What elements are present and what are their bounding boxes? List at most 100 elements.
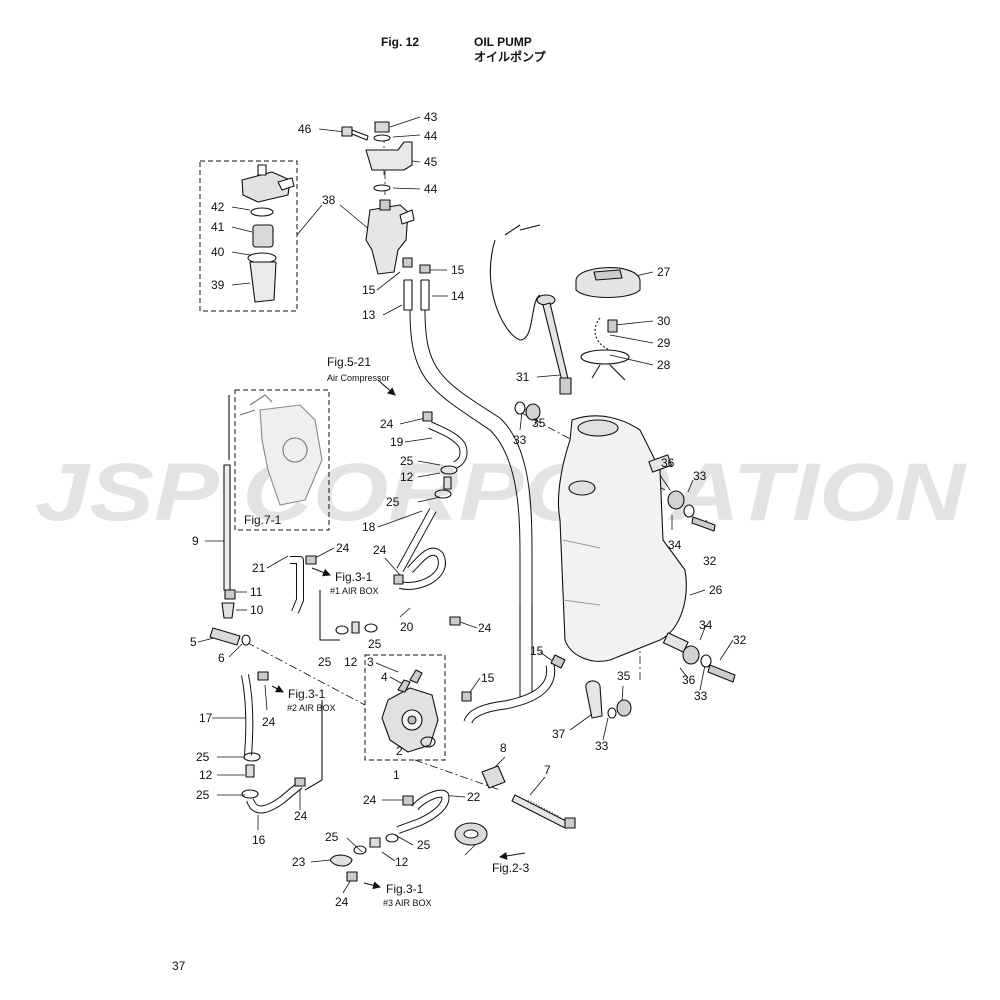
part-label-35-a: 35 <box>532 416 546 430</box>
part-label-25-a: 25 <box>400 454 414 468</box>
part-label-12-a: 12 <box>400 470 414 484</box>
collar-36-a <box>648 454 672 473</box>
clip-24-c <box>393 574 404 585</box>
joint-23 <box>329 854 353 867</box>
part-label-36-a: 36 <box>661 456 675 470</box>
valve-12-d <box>369 837 381 848</box>
washer-6 <box>241 634 251 646</box>
washer-33-b <box>683 504 695 518</box>
nut-43 <box>374 121 390 133</box>
screw-30 <box>607 319 618 333</box>
part-label-12-d: 12 <box>395 855 409 869</box>
clip-25-f <box>241 789 259 799</box>
part-label-32-a: 32 <box>703 554 717 568</box>
part-label-15-d: 15 <box>530 644 544 658</box>
part-label-24-c: 24 <box>373 543 387 557</box>
carburetor-sketch <box>259 404 323 506</box>
shaft-5 <box>209 627 241 646</box>
part-label-11: 11 <box>250 585 263 599</box>
figure-title-japanese: オイルポンプ <box>474 50 546 64</box>
pump-nipple-3 <box>397 679 411 693</box>
part-label-18: 18 <box>362 520 376 534</box>
collar-36-b <box>662 632 689 653</box>
nut-11 <box>224 589 236 600</box>
part-label-29: 29 <box>657 336 671 350</box>
ring-28 <box>580 349 630 365</box>
valve-12-a <box>443 476 452 490</box>
part-label-40: 40 <box>211 245 225 259</box>
ref-air-box-3: #3 AIR BOX <box>383 898 432 908</box>
part-label-28: 28 <box>657 358 671 372</box>
ref-air-compressor: Air Compressor <box>327 373 390 383</box>
filter-group-box <box>199 160 298 312</box>
clip-24-e <box>257 671 269 681</box>
part-label-25-c: 25 <box>318 655 332 669</box>
part-label-1: 1 <box>393 768 400 782</box>
part-label-13: 13 <box>362 308 376 322</box>
part-label-39: 39 <box>211 278 225 292</box>
part-label-30: 30 <box>657 314 671 328</box>
part-label-25-e: 25 <box>196 750 210 764</box>
part-label-45: 45 <box>424 155 438 169</box>
part-label-23: 23 <box>292 855 306 869</box>
element-41 <box>252 224 274 248</box>
part-label-33-a: 33 <box>513 433 527 447</box>
part-label-42: 42 <box>211 200 225 214</box>
washer-33-a <box>514 401 526 415</box>
washer-44b <box>373 184 391 192</box>
oil-filter-38 <box>365 204 409 275</box>
washer-33-d <box>607 707 617 719</box>
coupling-8 <box>481 765 506 789</box>
part-label-26: 26 <box>709 583 723 597</box>
clip-24-h <box>346 871 358 882</box>
clip-24-b <box>305 555 317 565</box>
part-label-44: 44 <box>424 129 438 143</box>
part-label-15-c: 15 <box>481 671 495 685</box>
ref-fig2-3: Fig.2-3 <box>492 861 530 875</box>
part-label-25-h: 25 <box>417 838 431 852</box>
part-number-labels: 43 44 45 44 46 38 42 41 40 39 15 15 14 1… <box>190 110 747 909</box>
washer-33-c <box>700 654 712 668</box>
part-label-38: 38 <box>322 193 336 207</box>
part-label-43: 43 <box>424 110 438 124</box>
part-label-36-b: 36 <box>682 673 696 687</box>
part-label-41: 41 <box>211 220 225 234</box>
rod-9 <box>223 464 231 591</box>
grommet-34-a <box>667 490 685 510</box>
o-ring-2 <box>420 736 436 748</box>
part-label-34-b: 34 <box>699 618 713 632</box>
clip-24-g <box>402 795 414 806</box>
part-label-22: 22 <box>467 790 481 804</box>
part-label-8: 8 <box>500 741 507 755</box>
pump-nipple-4 <box>409 669 423 684</box>
page-number: 37 <box>172 959 186 973</box>
part-label-25-b: 25 <box>386 495 400 509</box>
clip-25-e <box>243 752 261 762</box>
part-label-25-f: 25 <box>196 788 210 802</box>
part-label-6: 6 <box>218 651 225 665</box>
oil-tank-26 <box>557 415 687 662</box>
part-label-20: 20 <box>400 620 414 634</box>
part-label-12-c: 12 <box>199 768 213 782</box>
clip-25-d <box>364 623 378 633</box>
chain-29 <box>594 317 611 351</box>
part-label-21: 21 <box>252 561 266 575</box>
ref-fig7-1: Fig.7-1 <box>244 513 282 527</box>
tank-cap-27 <box>575 267 641 298</box>
clip-24-d <box>449 616 461 626</box>
part-label-25-d: 25 <box>368 637 382 651</box>
bolt-32-a <box>691 516 716 532</box>
part-label-9: 9 <box>192 534 199 548</box>
part-label-24-a: 24 <box>380 417 394 431</box>
part-label-24-e: 24 <box>262 715 276 729</box>
part-label-24-g: 24 <box>363 793 377 807</box>
ref-air-box-1: #1 AIR BOX <box>330 586 379 596</box>
part-label-33-c: 33 <box>694 689 708 703</box>
valve-12-c <box>245 764 255 778</box>
washer-44 <box>373 134 391 142</box>
part-label-35-b: 35 <box>617 669 631 683</box>
tube-13 <box>403 279 413 311</box>
ref-fig5-21: Fig.5-21 <box>327 355 371 369</box>
part-label-24-f: 24 <box>294 809 308 823</box>
